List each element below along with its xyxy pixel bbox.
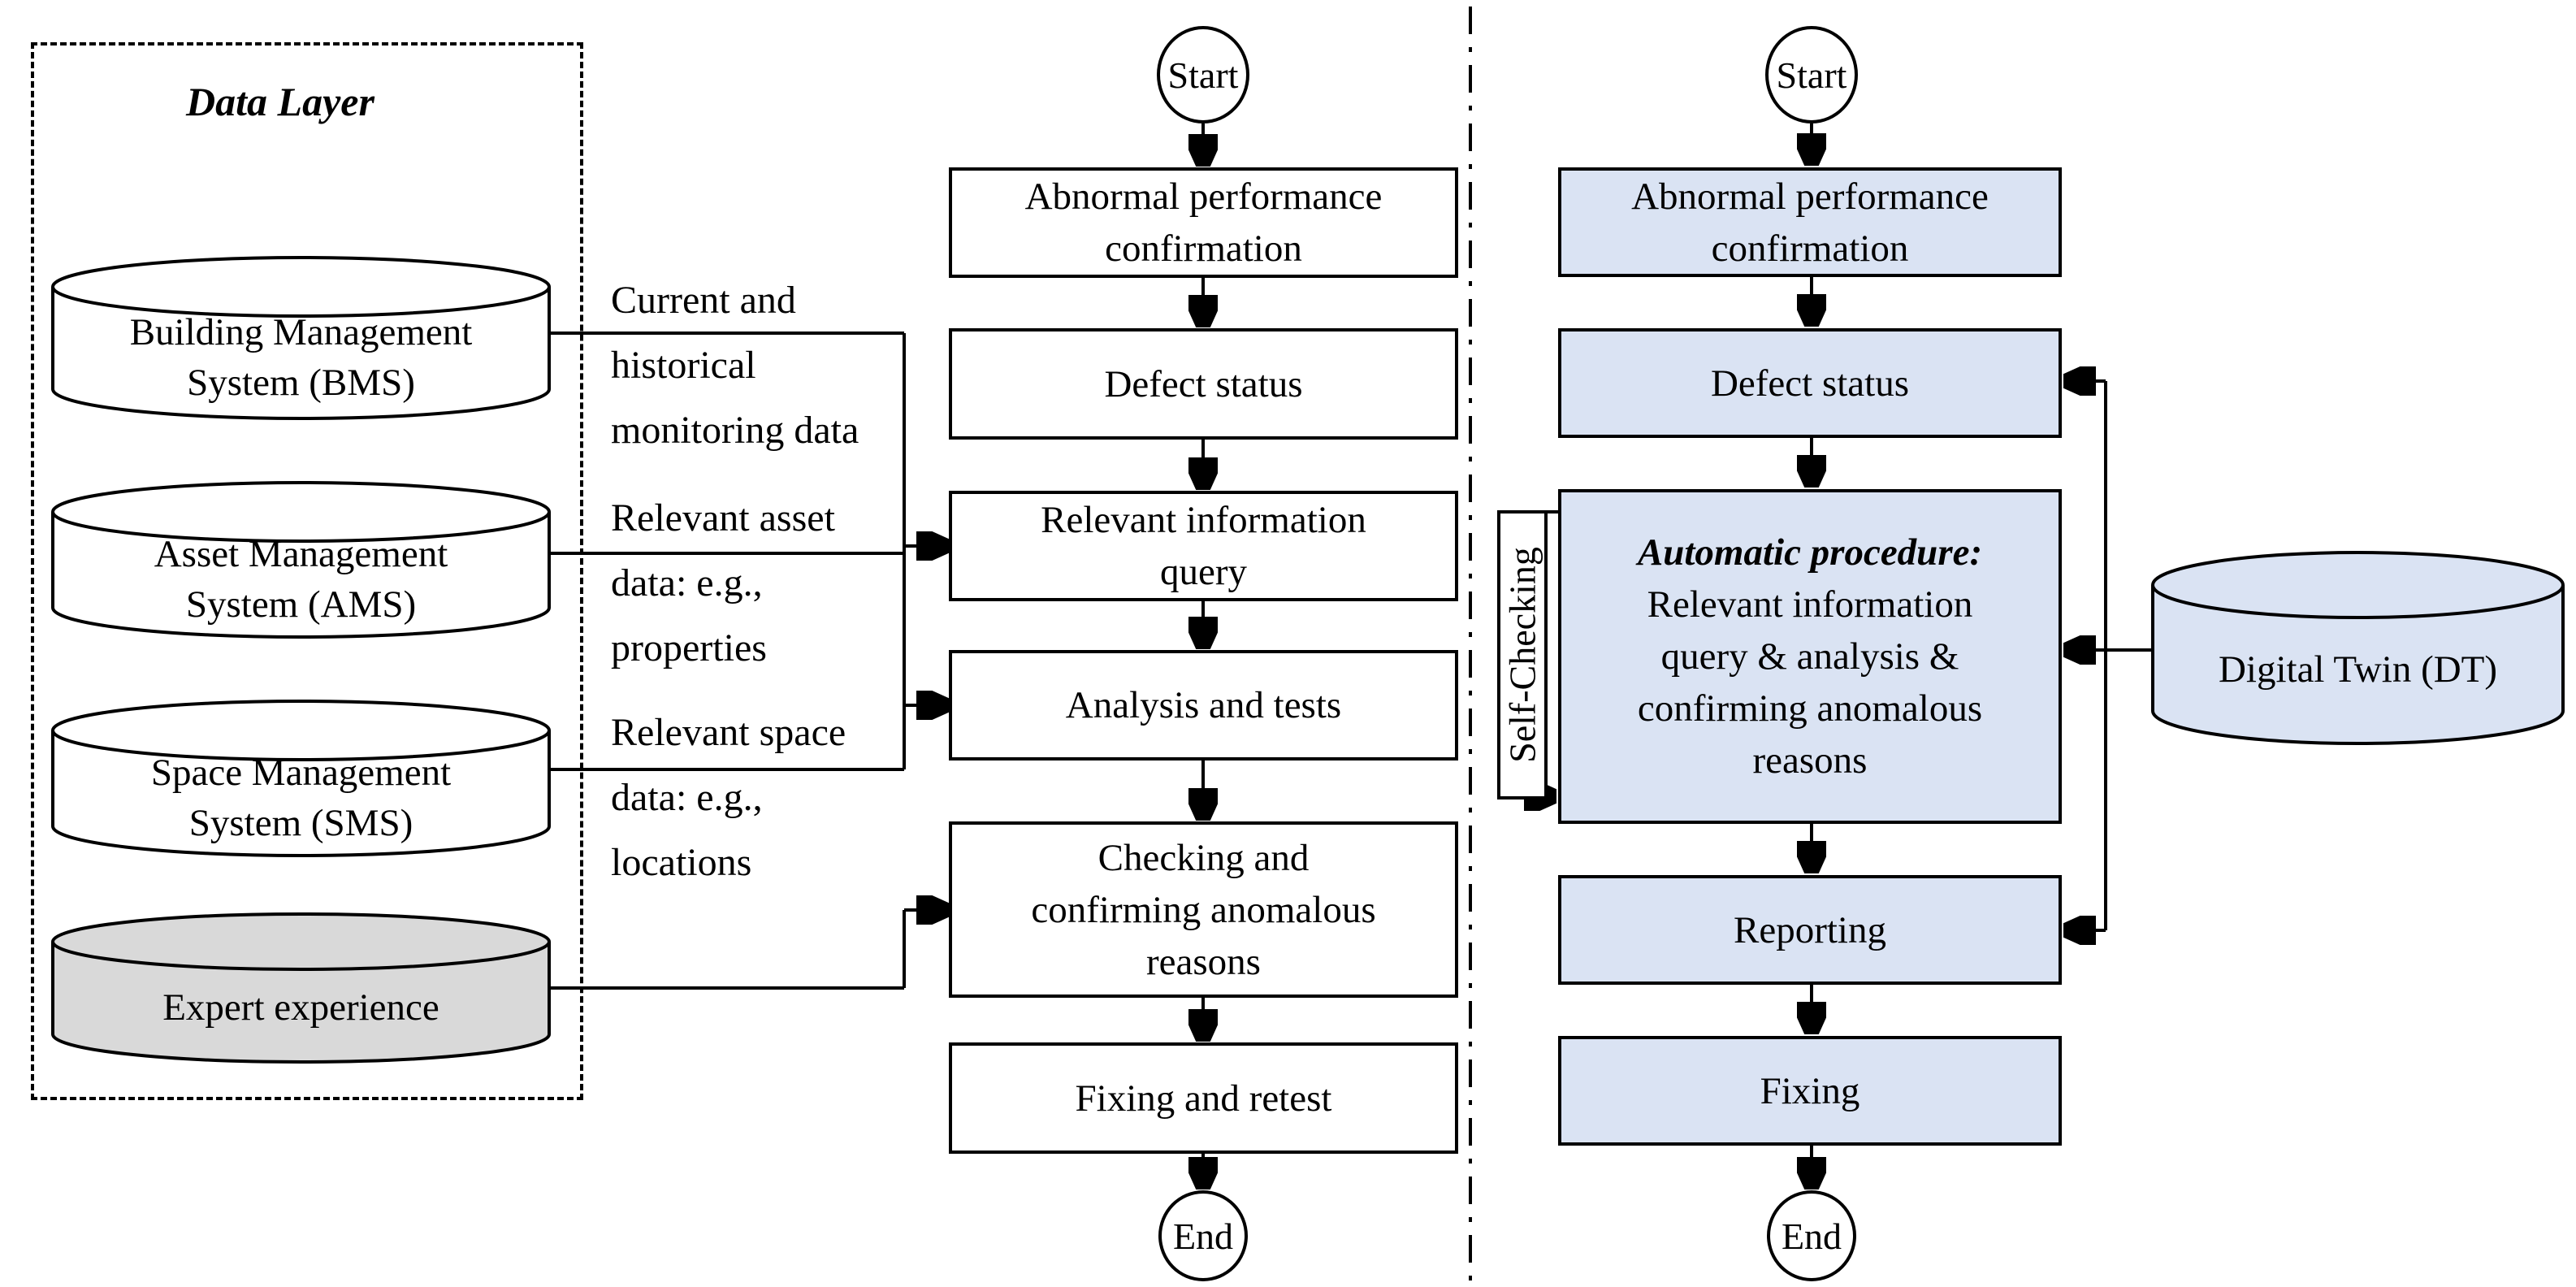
auto-step-abnormal-performance: Abnormal performance confirmation — [1558, 167, 2062, 277]
note-line: data: e.g., — [611, 561, 763, 604]
step-line: confirmation — [1711, 227, 1909, 270]
manual-step-analysis-tests: Analysis and tests — [949, 650, 1458, 760]
step-line: Defect status — [1710, 362, 1910, 405]
note-line: monitoring data — [611, 409, 859, 452]
note-line: Current and — [611, 279, 796, 322]
step-line: reasons — [1146, 940, 1261, 983]
digital-twin-label: Digital Twin (DT) — [2218, 648, 2498, 691]
manual-step-abnormal-performance: Abnormal performance confirmation — [949, 167, 1458, 278]
digital-twin-cylinder — [2151, 551, 2565, 745]
note-line: properties — [611, 626, 767, 670]
step-line: Reporting — [1734, 908, 1886, 951]
ams-line-1: Asset Management — [154, 533, 448, 575]
ams-database-label: Asset Management System (AMS) — [53, 483, 549, 637]
bms-line-1: Building Management — [129, 311, 473, 353]
expert-cylinder — [51, 912, 551, 1064]
sms-database-label: Space Management System (SMS) — [53, 701, 549, 856]
asset-data-note: Relevant asset data: e.g., properties — [611, 486, 920, 681]
auto-start-terminator: Start — [1765, 26, 1858, 124]
step-line: confirming anomalous — [1031, 888, 1376, 931]
note-line: data: e.g., — [611, 776, 763, 819]
auto-step-reporting: Reporting — [1558, 875, 2062, 985]
self-checking-tag: Self-Checking — [1497, 510, 1548, 800]
bms-line-2: System (BMS) — [187, 362, 415, 404]
auto-end-terminator: End — [1767, 1190, 1856, 1281]
sms-cylinder — [51, 700, 551, 857]
monitoring-data-note: Current and historical monitoring data — [611, 268, 920, 463]
step-line: Automatic procedure: — [1637, 531, 1983, 574]
sms-line-2: System (SMS) — [188, 802, 413, 844]
ams-line-2: System (AMS) — [185, 583, 417, 626]
step-line: Relevant information — [1647, 583, 1973, 626]
step-line: confirmation — [1105, 228, 1302, 270]
expert-database-label: Expert experience — [53, 914, 549, 1062]
step-line: Analysis and tests — [1065, 684, 1342, 726]
step-line: Checking and — [1098, 836, 1310, 879]
self-checking-label: Self-Checking — [1501, 547, 1543, 763]
step-line: reasons — [1752, 739, 1868, 782]
manual-step-fixing-retest: Fixing and retest — [949, 1042, 1458, 1154]
sms-line-1: Space Management — [150, 752, 452, 794]
auto-step-automatic-procedure: Automatic procedure: Relevant informatio… — [1558, 489, 2062, 824]
manual-end-terminator: End — [1158, 1190, 1248, 1281]
manual-step-checking-reasons: Checking and confirming anomalous reason… — [949, 821, 1458, 998]
bms-cylinder — [51, 256, 551, 420]
auto-step-defect-status: Defect status — [1558, 328, 2062, 438]
step-line: Abnormal performance — [1024, 176, 1383, 218]
data-layer-title: Data Layer — [186, 79, 374, 124]
note-line: locations — [611, 841, 752, 884]
step-line: query & analysis & — [1660, 635, 1959, 678]
step-line: Defect status — [1104, 362, 1303, 405]
auto-step-fixing: Fixing — [1558, 1036, 2062, 1146]
manual-step-defect-status: Defect status — [949, 328, 1458, 440]
step-line: Fixing and retest — [1075, 1077, 1332, 1120]
note-line: historical — [611, 344, 756, 387]
step-line: Relevant information — [1041, 499, 1366, 541]
note-line: Relevant asset — [611, 496, 835, 540]
step-line: confirming anomalous — [1637, 687, 1983, 730]
step-line: Abnormal performance — [1631, 175, 1989, 218]
manual-start-terminator: Start — [1157, 26, 1249, 124]
note-line: Relevant space — [611, 711, 846, 754]
expert-line-1: Expert experience — [162, 986, 439, 1029]
data-layer-frame — [31, 42, 583, 1100]
space-data-note: Relevant space data: e.g., locations — [611, 700, 920, 895]
step-line: Fixing — [1760, 1069, 1860, 1112]
step-line: query — [1159, 551, 1247, 593]
ams-cylinder — [51, 481, 551, 639]
bms-database-label: Building Management System (BMS) — [53, 258, 549, 418]
manual-step-information-query: Relevant information query — [949, 491, 1458, 601]
